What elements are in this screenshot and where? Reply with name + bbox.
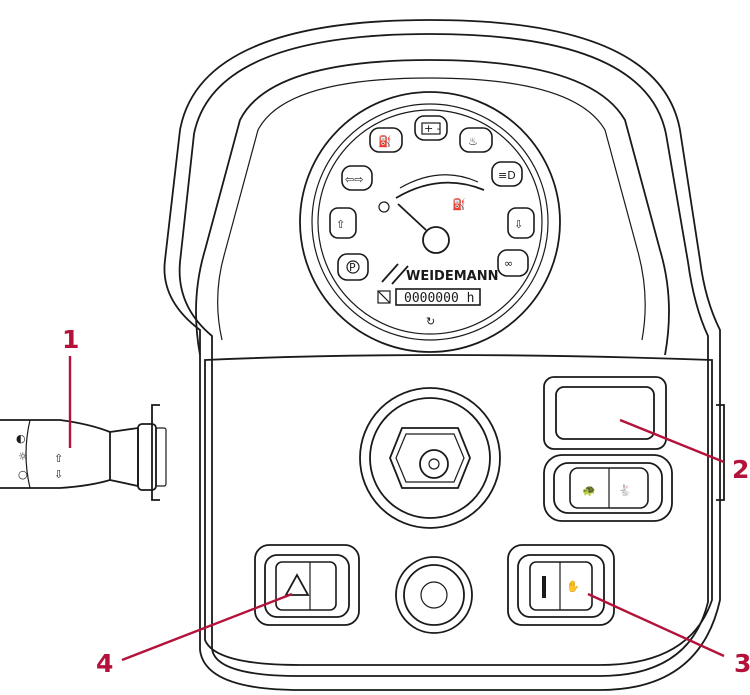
- callout-3: 3: [587, 592, 750, 678]
- parking-brake-lamp: P: [337, 253, 369, 281]
- svg-text:♨: ♨: [468, 135, 478, 148]
- svg-text:⇦⇨: ⇦⇨: [345, 173, 363, 186]
- coolant-temperature-lamp: ♨: [459, 127, 493, 153]
- hazard-warning-switch[interactable]: [254, 544, 360, 626]
- svg-text:3: 3: [734, 649, 750, 678]
- multifunction-lever[interactable]: ◐ ☼ ○ ⇧ ⇩: [0, 419, 167, 491]
- svg-text:+ -: + -: [424, 122, 441, 135]
- svg-text:1: 1: [62, 325, 79, 354]
- svg-text:2: 2: [732, 455, 749, 484]
- ignition-switch[interactable]: [359, 387, 501, 529]
- high-beam-lamp: ≡D: [491, 161, 523, 187]
- arrow-up-icon: ⇧: [54, 452, 63, 465]
- speed-range-switch[interactable]: 🐢 🐇: [543, 454, 673, 522]
- wiper-icon: ◐: [16, 432, 26, 445]
- turtle-icon: 🐢: [582, 484, 596, 497]
- callout-4: 4: [96, 592, 293, 678]
- control-panel-housing: [151, 19, 725, 691]
- battery-lamp: + -: [414, 115, 448, 141]
- light-icon: ☼: [18, 450, 28, 463]
- oil-pressure-lamp: ⛽: [369, 127, 403, 153]
- svg-text:0000000 h: 0000000 h: [404, 291, 474, 306]
- fuel-icon: ⛽: [452, 198, 466, 211]
- svg-text:WEIDEMANN: WEIDEMANN: [406, 269, 499, 284]
- blank-switch-slot: [543, 376, 667, 450]
- callout-1: 1: [62, 325, 79, 448]
- weidemann-logo: WEIDEMANN: [381, 263, 499, 285]
- fuel-gauge: ⛽: [378, 174, 485, 254]
- svg-text:⛽: ⛽: [378, 135, 392, 148]
- brake-icon: ✋: [566, 580, 580, 593]
- svg-text:≡D: ≡D: [498, 169, 516, 182]
- shift-up-lamp: ⇧: [329, 207, 357, 239]
- svg-text:⇧: ⇧: [336, 218, 345, 231]
- instrument-cluster: ⛽ + - ♨ ⇦⇨ ≡D ⇧ ⇩ P: [299, 91, 561, 353]
- horn-button[interactable]: [395, 556, 473, 634]
- svg-text:4: 4: [96, 649, 113, 678]
- svg-text:∞: ∞: [504, 257, 513, 270]
- off-icon: ○: [18, 468, 28, 481]
- hour-counter: 0000000 h: [377, 288, 481, 306]
- preheat-lamp: ∞: [497, 249, 529, 277]
- svg-text:P: P: [349, 261, 356, 274]
- callout-2: 2: [619, 418, 749, 484]
- turn-signal-lamp: ⇦⇨: [341, 165, 373, 191]
- shift-down-lamp: ⇩: [507, 207, 535, 239]
- parking-brake-switch[interactable]: ✋: [507, 544, 615, 626]
- rabbit-icon: 🐇: [618, 484, 632, 497]
- arrow-down-icon: ⇩: [54, 468, 63, 481]
- hazard-triangle-icon: [284, 573, 310, 596]
- self-test-icon: ↻: [426, 315, 435, 328]
- svg-text:⇩: ⇩: [514, 218, 523, 231]
